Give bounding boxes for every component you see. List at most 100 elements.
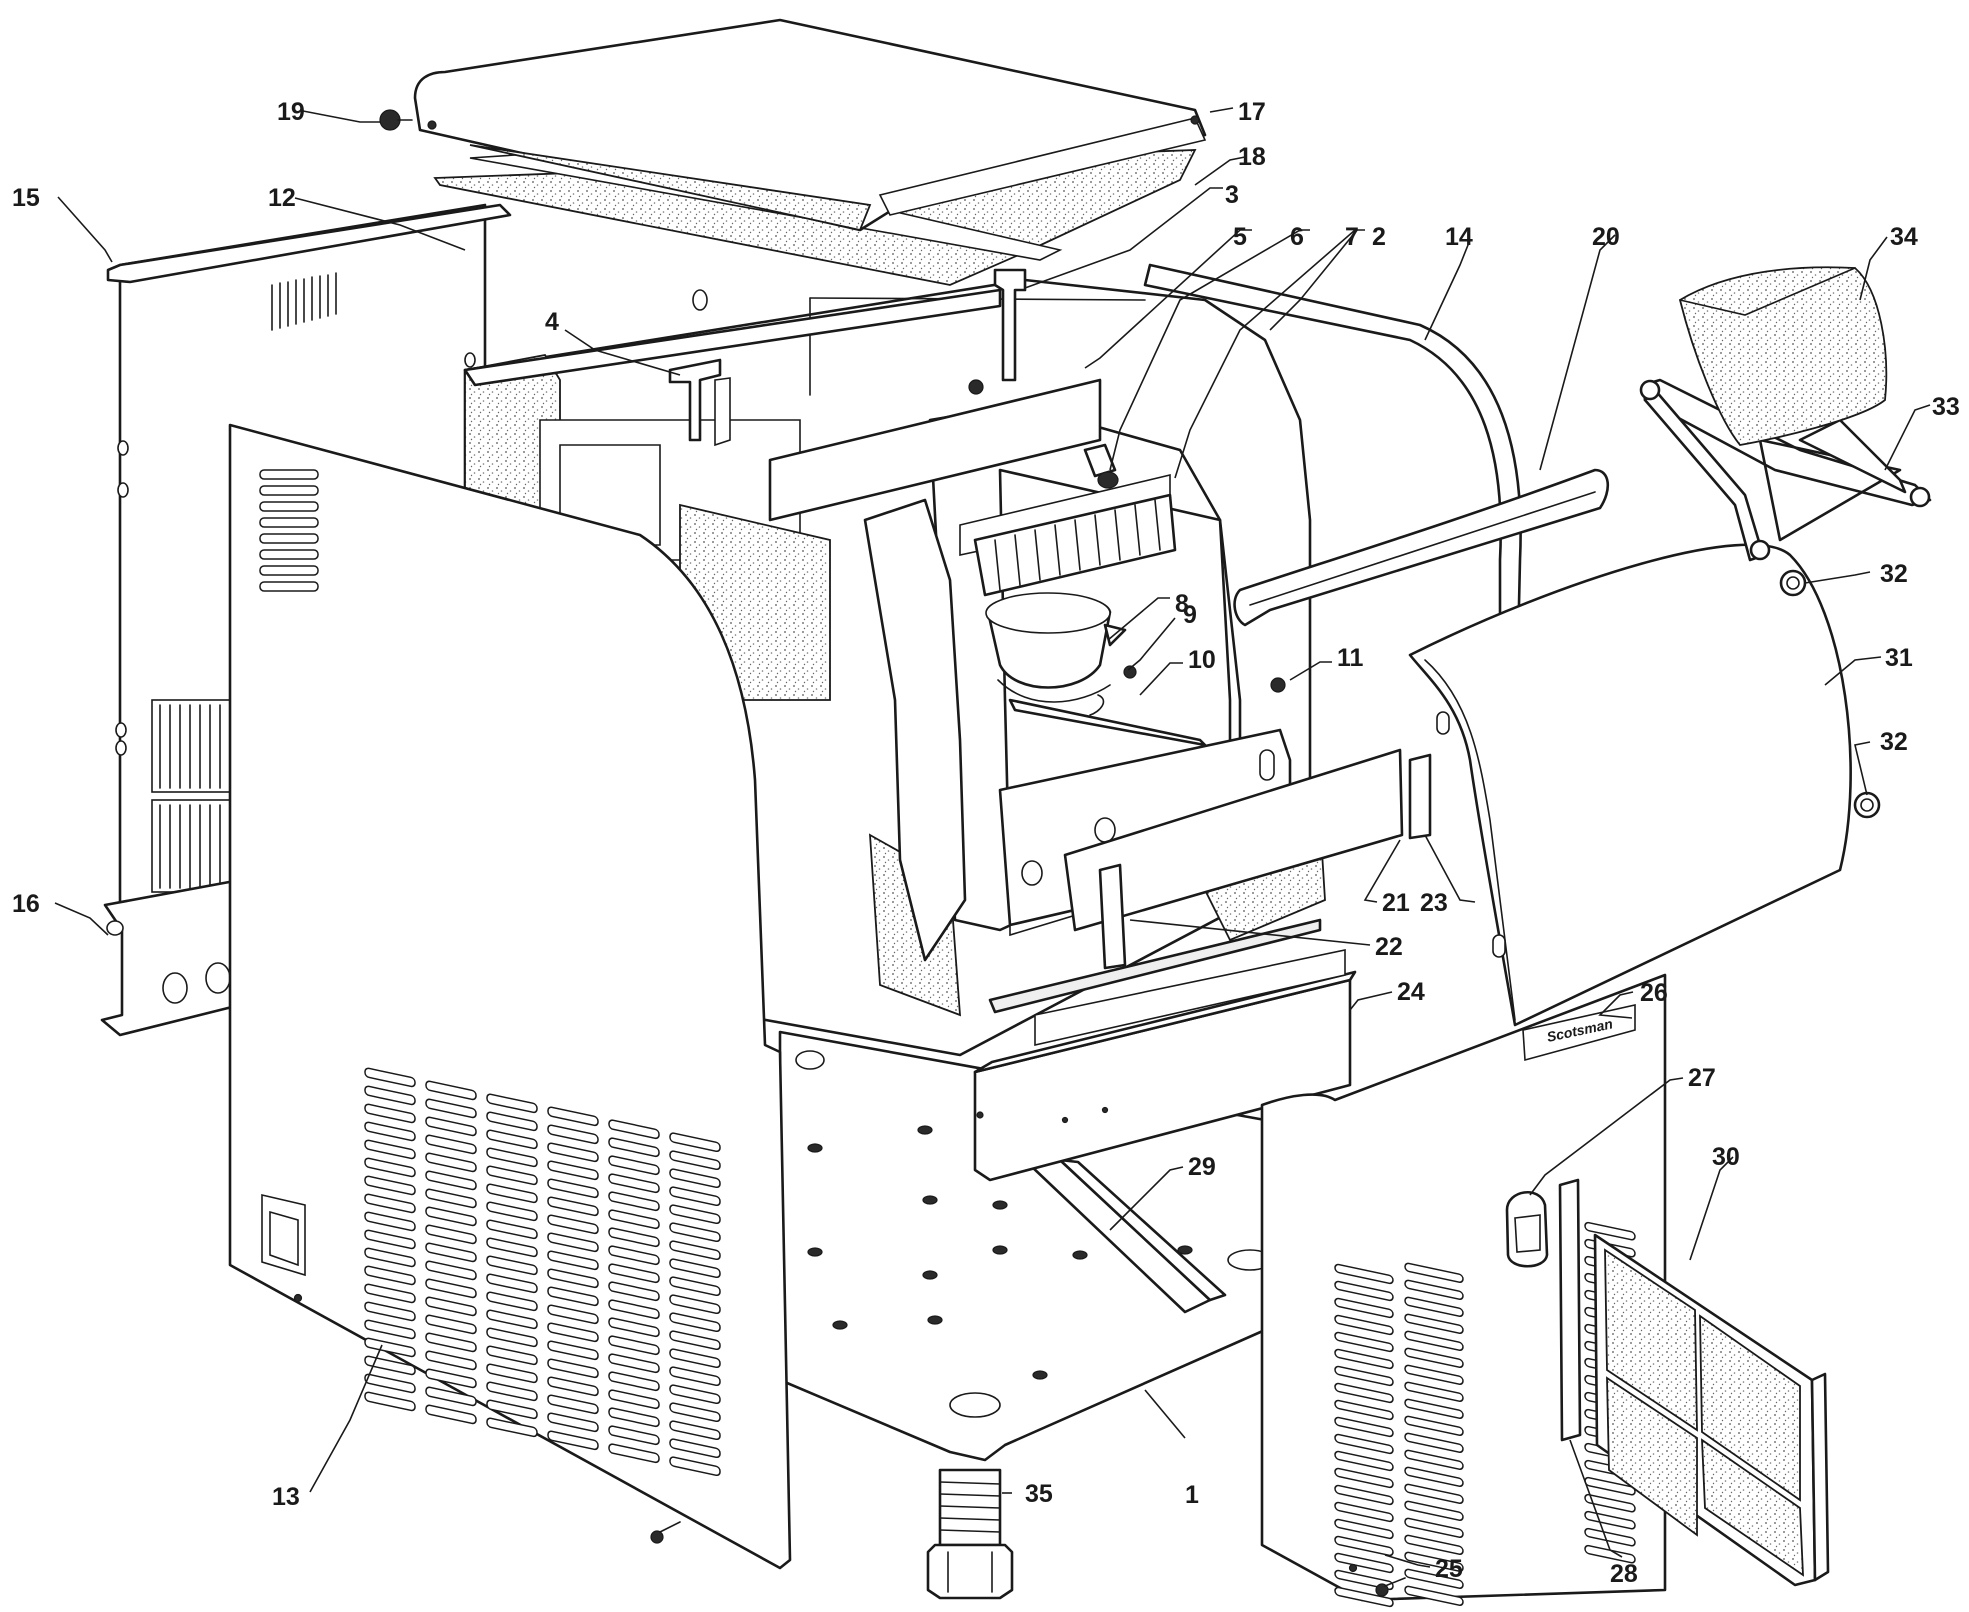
- louver-slot: [669, 1384, 721, 1405]
- louver-slot: [486, 1093, 538, 1114]
- callout-5: 5: [1233, 223, 1247, 251]
- louver-slot: [1404, 1347, 1464, 1368]
- louver-slot: [364, 1085, 416, 1106]
- rear-panel-lower-vents: [151, 699, 231, 893]
- callout-4: 4: [545, 308, 559, 336]
- louver-slot: [486, 1147, 538, 1168]
- leveling-leg: [926, 1468, 1014, 1600]
- callout-10: 10: [1188, 646, 1216, 674]
- louver-slot: [364, 1157, 416, 1178]
- callout-32-lower: 32: [1880, 728, 1908, 756]
- louver-slot: [425, 1260, 477, 1281]
- louver-slot: [425, 1332, 477, 1353]
- louver-slot: [608, 1209, 660, 1230]
- louver-slot: [1404, 1483, 1464, 1504]
- louver-slot: [669, 1222, 721, 1243]
- top-lid: [379, 18, 1207, 232]
- louver-slot: [547, 1250, 599, 1271]
- screw-front: [1375, 1577, 1406, 1597]
- louver-slot: [608, 1119, 660, 1140]
- louver-slot: [669, 1150, 721, 1171]
- callout-14: 14: [1445, 223, 1473, 251]
- callout-30: 30: [1712, 1143, 1740, 1171]
- louver-slot: [1334, 1467, 1394, 1489]
- callout-8: 8: [1175, 590, 1189, 618]
- rear-mounting-bracket: [100, 878, 242, 1037]
- louver-slot: [1404, 1534, 1464, 1555]
- louver-slot: [669, 1204, 721, 1225]
- louver-slot: [547, 1358, 599, 1379]
- louver-slot: [608, 1191, 660, 1212]
- door-hinge-rail: [1063, 677, 1432, 970]
- louver-slot: [669, 1132, 721, 1153]
- louver-slot: [486, 1237, 538, 1258]
- louver-slot: [608, 1425, 660, 1446]
- louver-slot: [486, 1273, 538, 1294]
- louver-slot: [1334, 1416, 1394, 1438]
- louver-slot: [486, 1219, 538, 1240]
- louver-slot: [364, 1355, 416, 1376]
- louver-slot: [1334, 1399, 1394, 1421]
- louver-slot: [669, 1276, 721, 1297]
- louver-slot: [486, 1111, 538, 1132]
- louver-slot: [364, 1193, 416, 1214]
- louver-slot: [425, 1386, 477, 1407]
- louver-slot: [547, 1160, 599, 1181]
- louver-slot: [486, 1363, 538, 1384]
- louver-slot: [486, 1183, 538, 1204]
- left-panel-louvers: [364, 1067, 721, 1477]
- louver-slot: [1404, 1449, 1464, 1470]
- louver-slot: [425, 1206, 477, 1227]
- louver-slot: [608, 1173, 660, 1194]
- louver-slot: [1334, 1280, 1394, 1302]
- storage-bag: [1678, 266, 1888, 446]
- louver-slot: [1334, 1535, 1394, 1557]
- louver-slot: [425, 1296, 477, 1317]
- screw-left: [650, 1521, 681, 1544]
- louver-slot: [669, 1186, 721, 1207]
- louver-slot: [669, 1456, 721, 1477]
- callout-labels: 1 2 3 4 5 6 7 8 9 10 11 12 13 14 15 16 1…: [12, 98, 1960, 1588]
- louver-slot: [547, 1304, 599, 1325]
- louver-slot: [1584, 1221, 1636, 1241]
- callout-12: 12: [268, 184, 296, 212]
- louver-slot: [364, 1319, 416, 1340]
- louver-slot: [547, 1394, 599, 1415]
- louver-slot: [608, 1317, 660, 1338]
- callout-31: 31: [1885, 644, 1913, 672]
- louver-slot: [1404, 1364, 1464, 1385]
- drain-funnel: [985, 592, 1207, 747]
- louver-slot: [486, 1417, 538, 1438]
- louver-slot: [608, 1389, 660, 1410]
- louver-slot: [1404, 1381, 1464, 1402]
- louver-slot: [1334, 1450, 1394, 1472]
- callout-9: 9: [1183, 601, 1197, 629]
- louver-slot: [547, 1214, 599, 1235]
- louver-slot: [547, 1106, 599, 1127]
- louver-slot: [364, 1373, 416, 1394]
- internal-baffle: [668, 268, 1177, 597]
- left-panel-top-vents: [259, 469, 319, 592]
- louver-slot: [425, 1278, 477, 1299]
- louver-slot: [547, 1196, 599, 1217]
- louver-slot: [486, 1255, 538, 1276]
- louver-slot: [486, 1327, 538, 1348]
- callout-3: 3: [1225, 181, 1239, 209]
- louver-slot: [547, 1430, 599, 1451]
- louver-slot: [669, 1240, 721, 1261]
- louver-slot: [364, 1391, 416, 1412]
- louver-slot: [547, 1178, 599, 1199]
- callout-23: 23: [1420, 889, 1448, 917]
- callout-1: 1: [1185, 1481, 1199, 1509]
- louver-slot: [1404, 1568, 1464, 1589]
- louver-slot: [425, 1242, 477, 1263]
- louver-slot: [608, 1407, 660, 1428]
- louver-slot: [1334, 1314, 1394, 1336]
- louver-slot: [425, 1368, 477, 1389]
- callout-32-upper: 32: [1880, 560, 1908, 588]
- louver-slot: [547, 1286, 599, 1307]
- callout-11: 11: [1337, 644, 1364, 672]
- louver-slot: [608, 1245, 660, 1266]
- base-plate-holes: [807, 1125, 1193, 1380]
